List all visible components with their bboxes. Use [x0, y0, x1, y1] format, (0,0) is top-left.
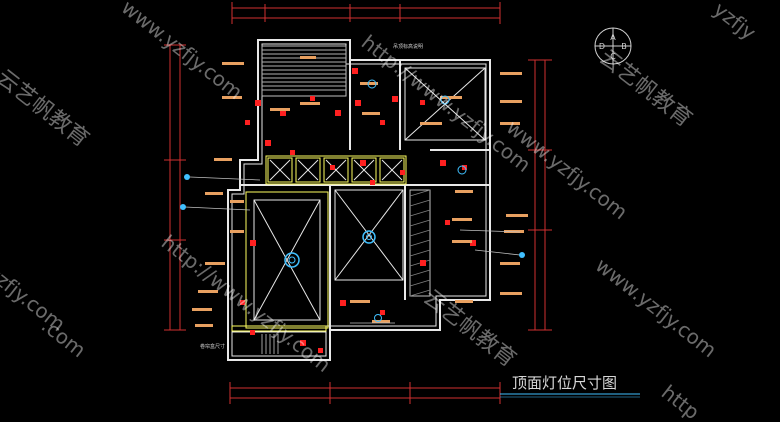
light-fixture-markers — [240, 68, 476, 353]
compass-letter-d: D — [599, 42, 605, 51]
compass-letter-a: A — [610, 33, 616, 42]
annotation-labels — [192, 56, 528, 327]
compass-letter-c: C — [610, 52, 616, 61]
ceiling-height-label: 吊顶标高说明 — [393, 43, 423, 50]
left-dimension-lines — [164, 44, 186, 331]
downlight-symbols — [367, 79, 467, 322]
compass-symbol: A B C D — [594, 27, 632, 65]
leader-dots — [180, 174, 525, 258]
leader-lines — [184, 176, 521, 324]
corridor-light-row — [265, 155, 407, 185]
drawing-title: 顶面灯位尺寸图 — [512, 374, 617, 392]
compass-letter-b: B — [621, 42, 627, 51]
striped-ceiling-area — [261, 45, 347, 97]
living-room-ceiling — [245, 191, 329, 329]
bottom-dimension-lines — [229, 382, 501, 404]
dining-room-ceiling — [334, 189, 404, 281]
right-dimension-lines — [528, 59, 552, 331]
curtain-box-label: 卷帘盒尺寸 — [200, 343, 225, 350]
bottom-balcony — [231, 325, 327, 357]
top-dimension-lines — [231, 2, 501, 24]
